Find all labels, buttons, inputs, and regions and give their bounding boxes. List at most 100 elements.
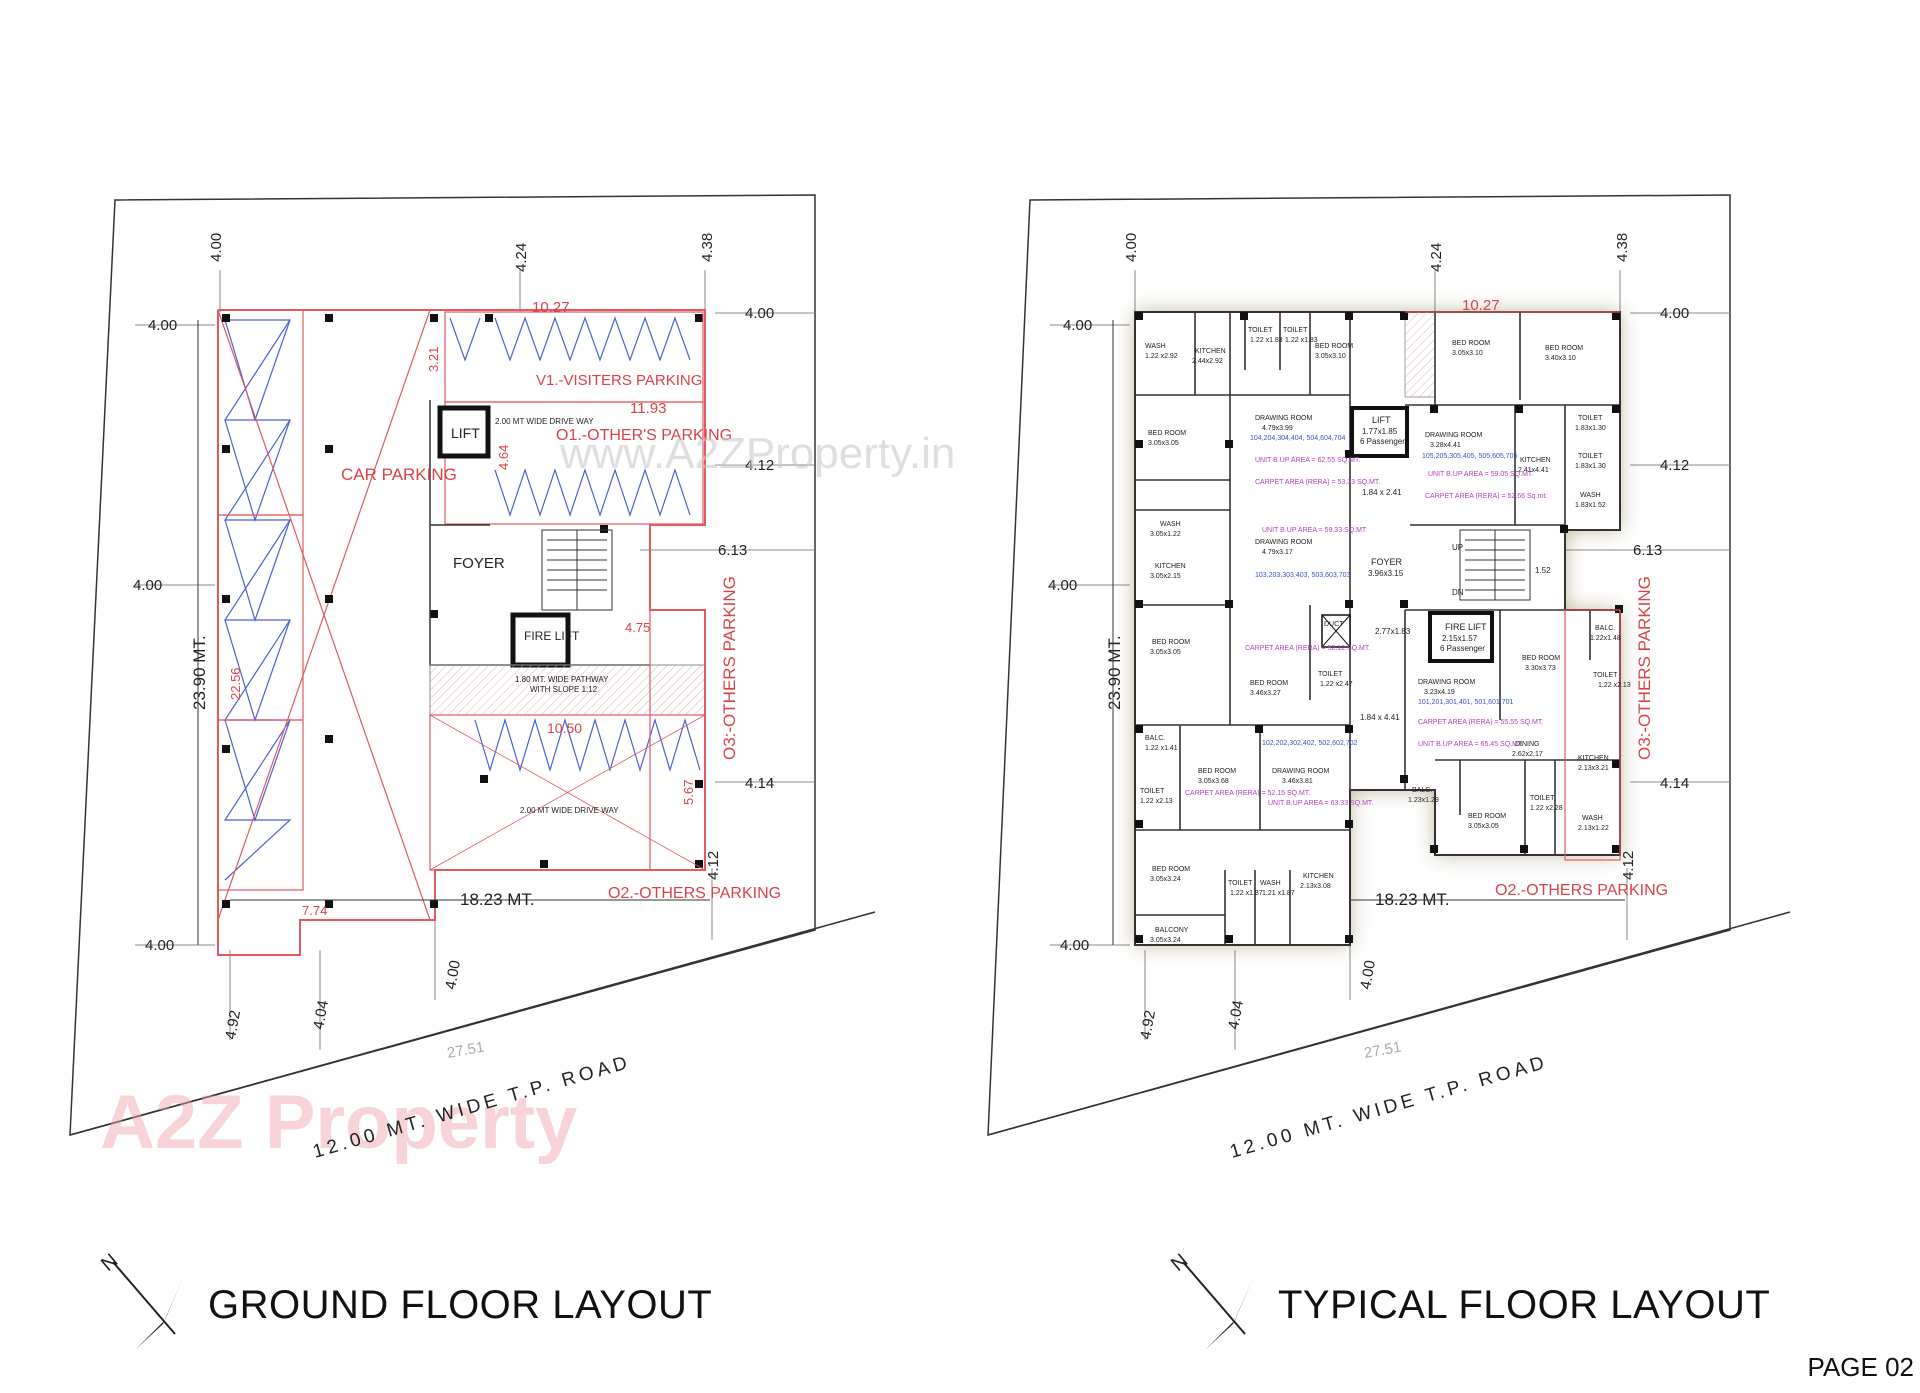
room-38-dim: 3.05x3.24	[1150, 937, 1181, 944]
area-2-carpet: CARPET AREA (RERA) = 52.12 SQ.MT.	[1245, 645, 1370, 652]
room-18-name: BED ROOM	[1250, 680, 1288, 687]
room-21-name: BALC.	[1595, 625, 1615, 632]
room-24-dim: 2.62x2.17	[1512, 751, 1543, 758]
typical-setback-top-mid: 4.24	[1428, 243, 1445, 272]
typical-setback-bottom-1: 4.92	[1137, 1009, 1159, 1041]
ground-dim-321: 3.21	[426, 347, 441, 372]
room-16-name: KITCHEN	[1155, 563, 1186, 570]
room-8-dim: 4.79x3.99	[1262, 425, 1293, 432]
area-4-carpet: CARPET AREA (RERA) = 52.15 SQ.MT.	[1185, 790, 1310, 797]
ground-columns	[222, 314, 703, 908]
typical-setback-right-4: 4.14	[1660, 775, 1689, 792]
area-3-bup: UNIT B.UP AREA = 65.45 SQ.MT.	[1418, 741, 1523, 748]
room-5-dim: 3.05x3.10	[1452, 350, 1483, 357]
ground-plot-boundary	[69, 194, 816, 1136]
typical-dim-152: 1.52	[1535, 566, 1551, 575]
room-28-name: BED ROOM	[1198, 768, 1236, 775]
ground-setback-right-2: 4.12	[745, 457, 774, 474]
typical-setback-top-left: 4.00	[1123, 233, 1140, 262]
area-0-bup: UNIT B.UP AREA = 62.55 SQ.MT.	[1255, 457, 1360, 464]
room-32-dim: 1.22 x2.28	[1530, 805, 1563, 812]
room-37-dim: 2.13x3.08	[1300, 883, 1331, 890]
ground-o1-label: O1.-OTHER'S PARKING	[556, 427, 732, 444]
area-1-units: 105,205,305,405, 505,605,705	[1422, 453, 1517, 460]
typical-setback-left-mid: 4.00	[1048, 577, 1077, 594]
typical-setback-left-top: 4.00	[1063, 317, 1092, 334]
room-18-dim: 3.46x3.27	[1250, 690, 1281, 697]
ground-setback-top-right: 4.38	[699, 233, 716, 262]
room-33-dim: 2.13x1.22	[1578, 825, 1609, 832]
ground-floor-title: GROUND FLOOR LAYOUT	[208, 1283, 713, 1327]
room-28-dim: 3.05x3.68	[1198, 778, 1229, 785]
typical-o2-label: O2.-OTHERS PARKING	[1495, 882, 1668, 899]
area-4-units: 102,202,302,402, 502,602,702	[1262, 740, 1357, 747]
room-0-name: WASH	[1145, 343, 1166, 350]
ground-setback-left-bottom: 4.00	[145, 937, 174, 954]
room-20-dim: 3.30x3.73	[1525, 665, 1556, 672]
typical-passage-1: 1.84 x 2.41	[1362, 488, 1402, 497]
room-12-name: TOILET	[1578, 453, 1603, 460]
area-4-bup: UNIT B.UP AREA = 63.33 SQ.MT.	[1268, 800, 1373, 807]
typical-setback-left-bottom: 4.00	[1060, 937, 1089, 954]
typical-lift-label: LIFT	[1372, 415, 1391, 425]
ground-setback-top-mid: 4.24	[513, 243, 530, 272]
ground-drive-top-label: 2.00 MT WIDE DRIVE WAY	[495, 417, 594, 426]
typical-setback-right-2: 4.12	[1660, 457, 1689, 474]
room-23-name: DRAWING ROOM	[1418, 679, 1475, 686]
typical-north-arrow-icon	[1182, 1261, 1253, 1350]
room-15-name: DRAWING ROOM	[1255, 539, 1312, 546]
room-37-name: KITCHEN	[1303, 873, 1334, 880]
typical-north-label: N	[1167, 1250, 1192, 1276]
room-35-dim: 1.22 x1.87	[1230, 890, 1263, 897]
room-30-dim: 1.23x1.29	[1408, 797, 1439, 804]
area-0-carpet: CARPET AREA (RERA) = 53.33 SQ.MT.	[1255, 479, 1380, 486]
room-20-name: BED ROOM	[1522, 655, 1560, 662]
room-21-dim: 1.22x1.48	[1590, 635, 1621, 642]
ground-floor-plan: 4.00 4.24 4.38 4.00 4.00 4.00 4.00 4.12 …	[69, 194, 876, 1136]
room-14-dim: 3.05x1.22	[1150, 531, 1181, 538]
ground-setback-top-left: 4.00	[208, 233, 225, 262]
ground-dim-1027: 10.27	[532, 299, 570, 316]
ground-setback-bottom-3: 4.00	[442, 959, 464, 991]
room-26-name: BALC.	[1145, 735, 1165, 742]
typical-fire-lift-passenger: 6 Passenger	[1440, 644, 1485, 653]
room-27-dim: 1.22 x2.13	[1140, 798, 1173, 805]
ground-pathway	[429, 664, 706, 716]
ground-setback-right-5: 4.12	[705, 851, 722, 880]
room-13-dim: 1.83x1.52	[1575, 502, 1606, 509]
room-17-dim: 3.05x3.05	[1150, 649, 1181, 656]
room-11-name: TOILET	[1578, 415, 1603, 422]
ground-car-parking-bays	[223, 319, 292, 881]
typical-lift-dim: 1.77x1.85	[1362, 427, 1398, 436]
area-2-units: 103,203,303,403, 503,603,703	[1255, 572, 1350, 579]
room-36-dim: 1.21 x1.87	[1262, 890, 1295, 897]
ground-setback-lines	[135, 270, 815, 1050]
ground-setback-right-4: 4.14	[745, 775, 774, 792]
typical-depth-dim: 23.90 MT.	[1105, 635, 1124, 710]
room-1-name: KITCHEN	[1195, 348, 1226, 355]
room-3-name: TOILET	[1283, 327, 1308, 334]
ground-dim-475: 4.75	[625, 620, 650, 635]
typical-road-line	[987, 911, 1791, 1136]
typical-foyer-label: FOYER	[1371, 557, 1403, 567]
ground-dim-1050: 10.50	[547, 720, 582, 736]
room-0-dim: 1.22 x2.92	[1145, 353, 1178, 360]
typical-floor-title: TYPICAL FLOOR LAYOUT	[1278, 1283, 1771, 1327]
room-5-name: BED ROOM	[1452, 340, 1490, 347]
ground-fire-lift-label: FIRE LIFT	[524, 629, 580, 643]
room-26-dim: 1.22 x1.41	[1145, 745, 1178, 752]
room-34-name: BED ROOM	[1152, 866, 1190, 873]
typical-o3-label: O3:-OTHERS PARKING	[1635, 576, 1654, 760]
ground-car-parking-boxes	[217, 309, 431, 921]
brand-watermark: A2Z Property	[100, 1080, 577, 1165]
room-22-name: TOILET	[1593, 672, 1618, 679]
ground-car-parking-label: CAR PARKING	[341, 465, 457, 484]
ground-slope-label: WITH SLOPE 1:12	[530, 685, 598, 694]
typical-stair-dn: DN	[1452, 588, 1464, 597]
area-3-units: 101,201,301,401, 501,601,701	[1418, 699, 1513, 706]
ground-top-parking	[444, 311, 704, 525]
typical-fire-lift-dim: 2.15x1.57	[1442, 634, 1478, 643]
area-0-units: 104,204,304,404, 504,604,704	[1250, 435, 1345, 442]
room-27-name: TOILET	[1140, 788, 1165, 795]
typical-setback-right-top: 4.00	[1660, 305, 1689, 322]
